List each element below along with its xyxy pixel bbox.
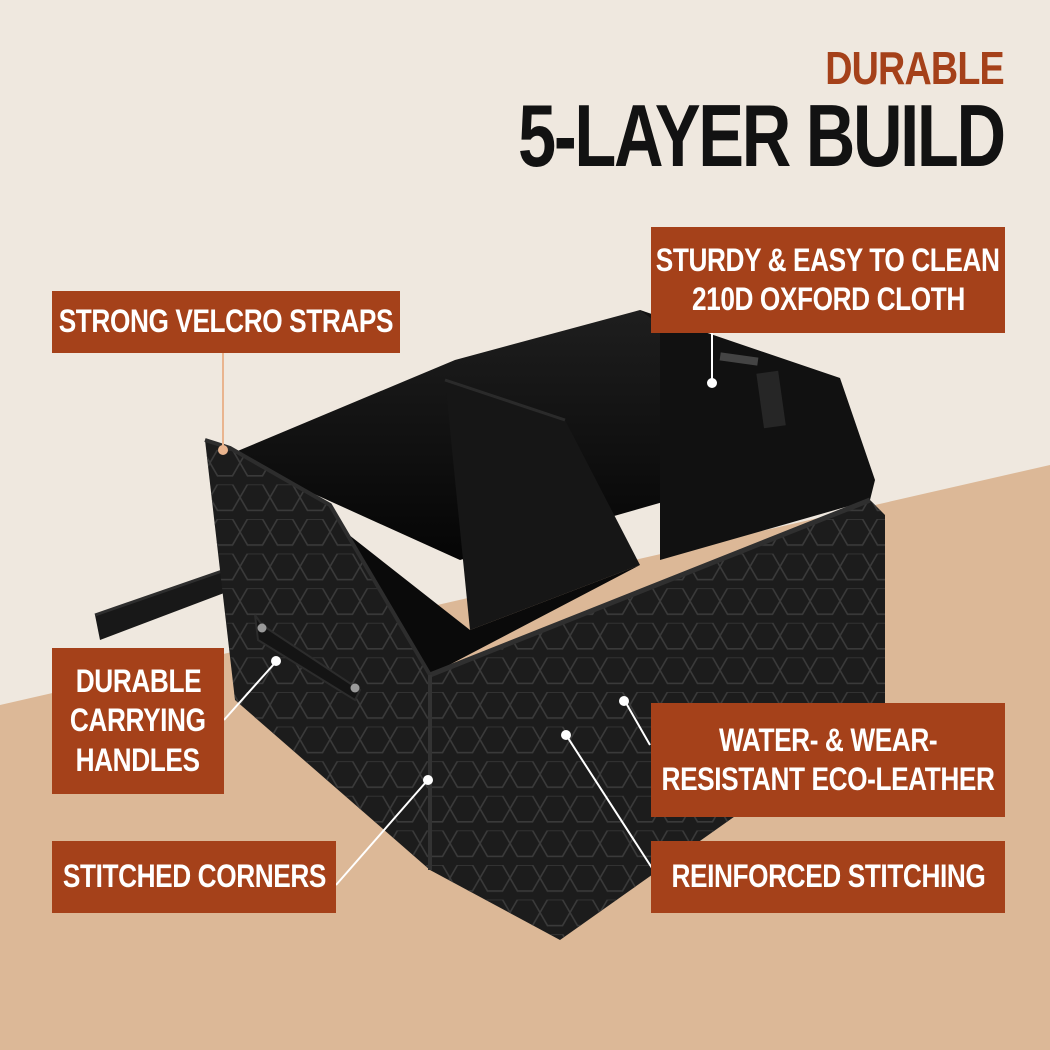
label-carrying-handles-line1: DURABLE <box>75 662 201 699</box>
handle-rivet-bottom <box>350 683 360 693</box>
label-oxford-cloth-line1: STURDY & EASY TO CLEAN <box>656 241 1000 278</box>
leader-line-corners <box>335 781 427 886</box>
leader-dot-eco-leather <box>619 696 629 706</box>
label-strong-velcro-straps-text: STRONG VELCRO STRAPS <box>58 303 394 340</box>
divider-panel <box>445 380 640 630</box>
leader-dot-stitching <box>561 730 571 740</box>
leader-dot-handles <box>271 656 281 666</box>
label-reinforced-stitching: REINFORCED STITCHING <box>651 841 1005 913</box>
leader-line-stitching <box>567 737 653 869</box>
divider-top-edge <box>444 378 566 422</box>
label-stitched-corners-text: STITCHED CORNERS <box>62 858 326 895</box>
leader-dot-velcro <box>218 445 228 455</box>
lid-flap-edge <box>94 568 226 617</box>
brand-tag <box>719 352 759 366</box>
lid-flap <box>95 570 232 640</box>
label-stitched-corners: STITCHED CORNERS <box>52 841 336 913</box>
label-carrying-handles: DURABLE CARRYING HANDLES <box>52 648 224 794</box>
inner-right-wall <box>640 310 875 560</box>
leader-line-eco-leather <box>625 702 651 746</box>
leader-dot-oxford <box>707 378 717 388</box>
headline-main: 5-LAYER BUILD <box>518 86 1006 185</box>
handle-rivet-top <box>257 623 267 633</box>
label-oxford-cloth-line2: 210D OXFORD CLOTH <box>691 281 965 317</box>
leader-dot-corners <box>423 775 433 785</box>
front-panel-top-edge <box>429 497 871 678</box>
label-reinforced-stitching-text: REINFORCED STITCHING <box>671 858 985 895</box>
label-eco-leather-line2: RESISTANT ECO-LEATHER <box>661 761 995 797</box>
headline-eyebrow: DURABLE <box>825 42 1004 94</box>
label-eco-leather: WATER- & WEAR- RESISTANT ECO-LEATHER <box>651 703 1005 817</box>
left-side-wall-hex <box>205 440 430 870</box>
label-carrying-handles-line3: HANDLES <box>76 741 200 778</box>
left-side-wall-edge <box>204 438 432 677</box>
velcro-strip <box>756 370 786 429</box>
leader-line-handles <box>223 663 275 721</box>
label-carrying-handles-line2: CARRYING <box>70 702 206 739</box>
label-eco-leather-line1: WATER- & WEAR- <box>718 721 938 758</box>
label-strong-velcro-straps: STRONG VELCRO STRAPS <box>52 291 400 353</box>
carrying-handle <box>254 614 362 702</box>
label-oxford-cloth: STURDY & EASY TO CLEAN 210D OXFORD CLOTH <box>651 227 1005 333</box>
